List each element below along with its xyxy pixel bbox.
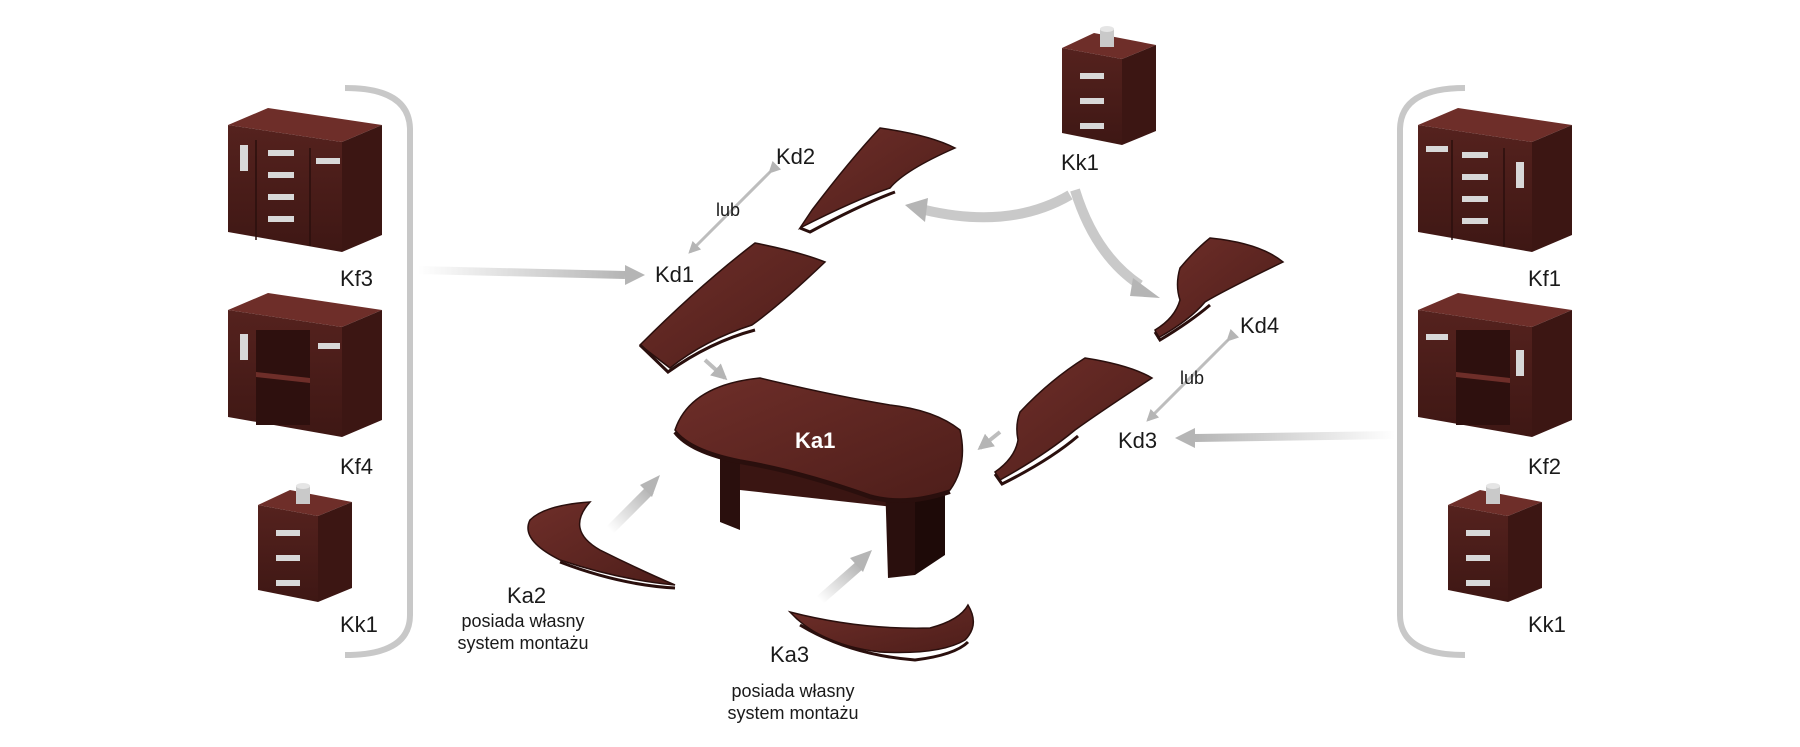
arrow-kk1-to-kd4 — [1070, 188, 1143, 290]
arrow-head-kd1 — [625, 265, 645, 285]
cabinet-kf4-icon — [228, 293, 382, 437]
label-kf4: Kf4 — [340, 454, 374, 479]
curved-top-ka3-icon — [787, 603, 974, 662]
note-ka3-line1: posiada własny — [731, 681, 855, 701]
arrow-head-kd3 — [1175, 428, 1195, 448]
note-ka3: posiada własny system montażu — [713, 680, 873, 724]
right-bracket — [1397, 85, 1466, 658]
label-kd3: Kd3 — [1118, 428, 1158, 453]
label-kk1-top: Kk1 — [1061, 150, 1099, 175]
left-bracket — [344, 85, 413, 658]
label-lub-right: lub — [1180, 368, 1205, 388]
cabinet-kf2-icon — [1418, 293, 1572, 437]
label-ka1: Ka1 — [795, 428, 836, 453]
drawer-unit-kk1-top-icon — [1062, 26, 1156, 145]
desk-ka1-icon — [673, 377, 964, 578]
label-ka2: Ka2 — [507, 583, 547, 608]
arrow-head-ka2 — [640, 475, 660, 497]
note-ka2: posiada własny system montażu — [443, 610, 603, 654]
extension-top-kd3-icon — [993, 357, 1154, 486]
label-kk1-right: Kk1 — [1528, 612, 1566, 637]
arrow-kd3-to-ka1 — [977, 430, 1002, 450]
label-kk1-left: Kk1 — [340, 612, 378, 637]
drawer-unit-kk1-right-icon — [1448, 483, 1542, 602]
label-lub-left: lub — [716, 200, 741, 220]
lub-arrow-right — [1146, 328, 1240, 422]
arrow-head-ka3 — [850, 550, 872, 572]
lub-arrow-left — [688, 160, 782, 254]
label-kd4: Kd4 — [1240, 313, 1280, 338]
label-ka3: Ka3 — [770, 642, 810, 667]
arrow-right-bracket-to-kd3 — [1194, 431, 1396, 442]
arrow-kk1-to-kd2 — [923, 190, 1073, 223]
cabinet-kf3-icon — [228, 108, 382, 252]
arrow-ka2-to-ka1 — [606, 486, 654, 534]
drawer-unit-kk1-left-icon — [258, 483, 352, 602]
label-kf2: Kf2 — [1528, 454, 1562, 479]
cabinet-kf1-icon — [1418, 108, 1572, 252]
arrow-left-bracket-to-kd1 — [417, 266, 626, 279]
label-kf3: Kf3 — [340, 266, 374, 291]
curved-top-ka2-icon — [527, 501, 676, 590]
arrow-head-kd4 — [1130, 278, 1160, 298]
extension-top-kd2-icon — [797, 127, 957, 234]
label-kd2: Kd2 — [776, 144, 816, 169]
arrow-head-kd2 — [905, 198, 928, 222]
arrow-kd1-to-ka1 — [703, 358, 728, 381]
note-ka2-line1: posiada własny — [461, 611, 585, 631]
note-ka3-line2: system montażu — [727, 703, 859, 723]
note-ka2-line2: system montażu — [457, 633, 589, 653]
extension-top-kd1-icon — [638, 242, 827, 374]
arrow-ka3-to-ka1 — [816, 561, 864, 604]
label-kf1: Kf1 — [1528, 266, 1562, 291]
extension-top-kd4-icon — [1153, 237, 1285, 343]
label-kd1: Kd1 — [655, 262, 695, 287]
